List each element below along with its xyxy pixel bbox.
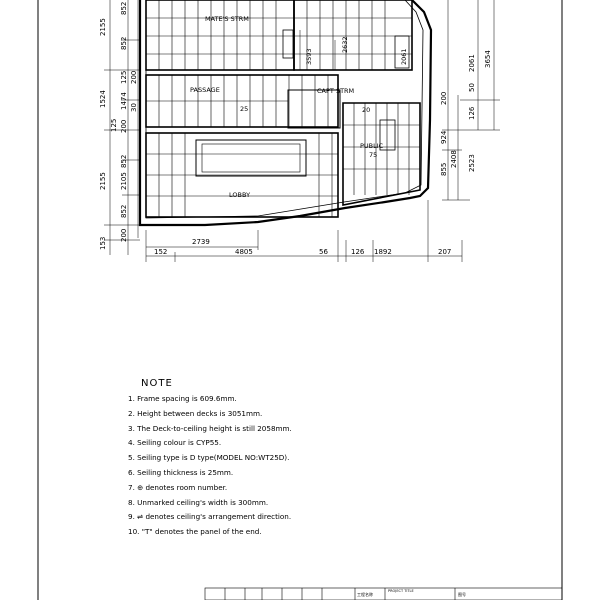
- deck-plan: [138, 0, 433, 227]
- dim-bottom-3: 56: [319, 248, 328, 256]
- dim-bottom-top: 2739: [192, 238, 210, 246]
- dim-left-4: 153: [99, 237, 107, 250]
- dim-left-5: 852: [120, 2, 128, 15]
- title-block: 工程名称 PROJECT TITLE 图号: [204, 587, 563, 600]
- dim-interior-1: 2632: [341, 36, 349, 53]
- dim-right-small: 200: [440, 92, 448, 105]
- label-capt-strm: CAPT STRM: [317, 87, 354, 95]
- dim-left-11: 30: [130, 103, 138, 112]
- hull-inner-line: [145, 0, 424, 219]
- note-item-7: 7. ⊕ denotes room number.: [128, 482, 228, 492]
- dim-left-9: 200: [130, 71, 138, 84]
- note-item-8: 8. Unmarked ceiling's width is 300mm.: [128, 497, 269, 507]
- titleblock-cell-1: 工程名称: [357, 591, 373, 597]
- ceiling-panels: [146, 0, 420, 217]
- dim-right-8: 2523: [468, 154, 476, 172]
- dim-interior-2: 3593: [305, 48, 313, 65]
- dim-right-3: 126: [468, 106, 476, 120]
- dim-right-7: 2408: [450, 150, 458, 168]
- label-lobby: LOBBY: [229, 191, 250, 199]
- capt-stair-block: [287, 89, 341, 129]
- dim-bottom-4: 126: [351, 248, 365, 256]
- dim-left-16: 200: [120, 229, 128, 242]
- dim-bottom-1: 152: [154, 248, 167, 256]
- note-item-6: 6. Seiling thickness is 25mm.: [128, 467, 234, 477]
- dim-left-12: 200: [120, 120, 128, 133]
- dim-right-5: 855: [440, 163, 448, 176]
- notes-block: NOTE 1. Frame spacing is 609.6mm. 2. Hei…: [128, 378, 428, 540]
- dim-left-7: 125: [120, 71, 128, 84]
- dim-left-2: 1524: [99, 90, 107, 108]
- lobby-stair: [195, 139, 307, 177]
- note-item-1: 1. Frame spacing is 609.6mm.: [128, 394, 237, 403]
- label-public-tag: 75: [369, 151, 377, 159]
- dim-right-4: 924: [440, 130, 448, 144]
- dim-interior-3: 2061: [400, 48, 408, 65]
- note-item-3: 3. The Deck-to-ceiling height is still 2…: [128, 423, 292, 433]
- label-capt-tag: 20: [362, 106, 370, 114]
- label-public: PUBLIC: [360, 142, 384, 150]
- notes-title: NOTE: [141, 378, 173, 389]
- dim-left-1: 2155: [99, 18, 107, 36]
- note-item-5: 5. Seiling type is D type(MODEL NO:WT25D…: [128, 453, 290, 463]
- left-dimension-chain: 2155 1524 2155 153 852 852 125 125 200 1…: [99, 0, 140, 255]
- dim-right-2: 50: [468, 83, 476, 92]
- dim-right-1: 2061: [468, 54, 476, 72]
- bottom-dimension-chain: 2739 152 4805 56 126 1892 207: [145, 200, 463, 262]
- label-passage: PASSAGE: [190, 86, 220, 94]
- sheet-frame: [37, 0, 563, 600]
- hull-outline: [138, 0, 433, 227]
- mates-locker: [282, 29, 294, 59]
- lobby-stair-inner: [201, 143, 301, 173]
- dim-bottom-6: 207: [438, 248, 451, 256]
- public-closet: [379, 119, 396, 151]
- room-labels: MATE'S STRM CAPT STRM PASSAGE 25 LOBBY P…: [190, 15, 384, 199]
- room-public: [342, 102, 421, 206]
- dim-left-3: 2155: [99, 172, 107, 190]
- label-mates-strm: MATE'S STRM: [205, 15, 249, 23]
- room-capt-strm: [293, 0, 413, 71]
- right-dimension-chain: 200 2061 50 126 924 855 3654 2408 2523: [440, 0, 500, 201]
- note-item-9: 9. ⇌ denotes ceiling's arrangement direc…: [128, 512, 292, 522]
- dim-left-8: 125: [110, 119, 118, 132]
- label-passage-tag: 25: [240, 105, 248, 113]
- note-item-2: 2. Height between decks is 3051mm.: [128, 408, 263, 418]
- dim-left-10: 1474: [120, 92, 128, 110]
- dim-left-15: 852: [120, 205, 128, 218]
- interior-dimensions: 2632 3593 2061: [299, 30, 408, 70]
- titleblock-cell-3: 图号: [458, 591, 466, 597]
- dim-left-6: 852: [120, 37, 128, 50]
- dim-left-14: 2105: [120, 172, 128, 190]
- dim-left-13: 852: [120, 155, 128, 168]
- dim-bottom-5: 1892: [374, 248, 392, 256]
- dim-bottom-2: 4805: [235, 248, 253, 256]
- room-mates-strm: [145, 0, 295, 71]
- titleblock-cell-2: PROJECT TITLE: [388, 589, 414, 593]
- note-item-4: 4. Seiling colour is CYP55.: [128, 438, 222, 448]
- note-item-10: 10. "T" denotes the panel of the end.: [128, 527, 262, 537]
- dim-right-6: 3654: [484, 50, 492, 68]
